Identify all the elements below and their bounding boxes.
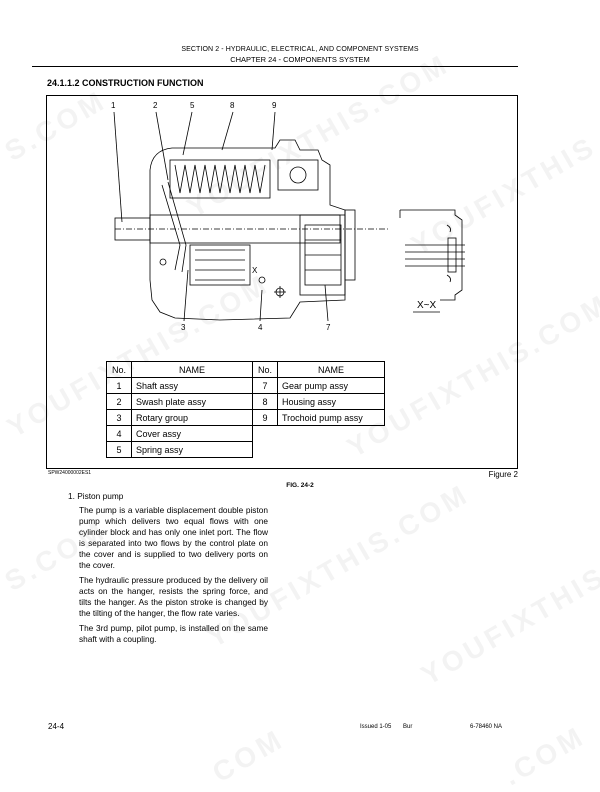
callout-5: 5 bbox=[190, 101, 195, 110]
part-name: Rotary group bbox=[131, 409, 253, 426]
page-number: 24-4 bbox=[48, 722, 65, 731]
callout-1: 1 bbox=[111, 101, 116, 110]
watermark: .COM bbox=[497, 719, 591, 792]
part-name: Housing assy bbox=[277, 393, 385, 410]
document-number: 6-78460 NA bbox=[470, 724, 503, 730]
section-title: 24.1.1.2 CONSTRUCTION FUNCTION bbox=[47, 78, 204, 88]
part-no: 5 bbox=[106, 441, 132, 458]
parts-table: No. NAME No. NAME 1 Shaft assy 7 Gear pu… bbox=[106, 361, 385, 458]
callout-2: 2 bbox=[153, 101, 158, 110]
table-row: 1 Shaft assy 7 Gear pump assy bbox=[106, 377, 385, 394]
paragraph: The 3rd pump, pilot pump, is installed o… bbox=[79, 623, 268, 644]
issued-date: Issued 1-05 bbox=[360, 724, 392, 730]
view-label: X~X bbox=[417, 300, 437, 311]
part-name: Swash plate assy bbox=[131, 393, 253, 410]
part-name: Cover assy bbox=[131, 425, 253, 442]
col-header-name-1: NAME bbox=[131, 361, 253, 378]
callout-8: 8 bbox=[230, 101, 235, 110]
paragraph: The hydraulic pressure produced by the d… bbox=[79, 575, 268, 618]
col-header-no-1: No. bbox=[106, 361, 132, 378]
language-code: Bur bbox=[403, 724, 413, 730]
part-name: Gear pump assy bbox=[277, 377, 385, 394]
callout-3: 3 bbox=[181, 323, 186, 332]
figure-label: Figure 2 bbox=[488, 470, 518, 479]
table-row: 5 Spring assy bbox=[106, 441, 385, 458]
table-row: 2 Swash plate assy 8 Housing assy bbox=[106, 393, 385, 410]
item-heading: 1. Piston pump bbox=[68, 491, 124, 501]
header-section: SECTION 2 - HYDRAULIC, ELECTRICAL, AND C… bbox=[181, 46, 419, 53]
watermark: YOUFIXTHIS bbox=[415, 560, 600, 691]
figure-frame bbox=[46, 95, 518, 469]
table-row: 4 Cover assy bbox=[106, 425, 385, 442]
header-chapter: CHAPTER 24 - COMPONENTS SYSTEM bbox=[230, 55, 370, 64]
col-header-no-2: No. bbox=[252, 361, 278, 378]
figure-caption: FIG. 24-2 bbox=[286, 482, 314, 489]
part-name: Trochoid pump assy bbox=[277, 409, 385, 426]
part-no: 1 bbox=[106, 377, 132, 394]
part-no: 8 bbox=[252, 393, 278, 410]
part-name: Shaft assy bbox=[131, 377, 253, 394]
paragraph: The pump is a variable displacement doub… bbox=[79, 505, 268, 570]
section-marker-x: X bbox=[252, 266, 258, 275]
page-header: SECTION 2 - HYDRAULIC, ELECTRICAL, AND C… bbox=[0, 45, 600, 65]
table-row: 3 Rotary group 9 Trochoid pump assy bbox=[106, 409, 385, 426]
part-no: 3 bbox=[106, 409, 132, 426]
part-no: 2 bbox=[106, 393, 132, 410]
part-no: 7 bbox=[252, 377, 278, 394]
part-no: 4 bbox=[106, 425, 132, 442]
part-name: Spring assy bbox=[131, 441, 253, 458]
part-no: 9 bbox=[252, 409, 278, 426]
callout-7: 7 bbox=[326, 323, 331, 332]
header-rule bbox=[32, 66, 518, 67]
watermark: COM bbox=[207, 722, 290, 789]
body-text: 1. Piston pump The pump is a variable di… bbox=[68, 491, 268, 649]
callout-4: 4 bbox=[258, 323, 263, 332]
col-header-name-2: NAME bbox=[277, 361, 385, 378]
callout-9: 9 bbox=[272, 101, 277, 110]
figure-code: SPW24000002ES1 bbox=[48, 470, 92, 476]
